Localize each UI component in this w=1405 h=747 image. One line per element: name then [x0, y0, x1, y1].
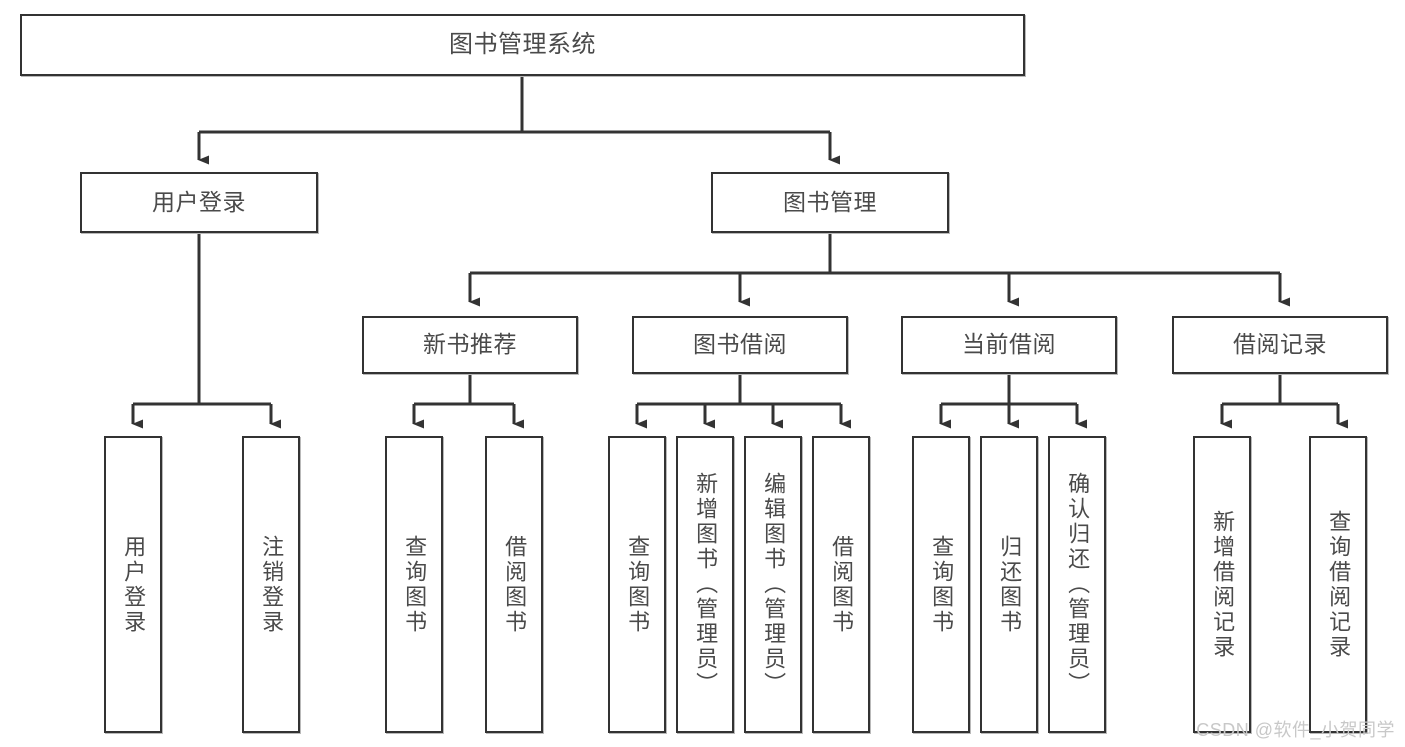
- node-borrow-record-label: 借阅记录: [1233, 331, 1327, 358]
- node-leaf-borrow-book-1-label: 借阅图书: [502, 534, 528, 635]
- node-leaf-user-login-label: 用户登录: [121, 534, 147, 635]
- node-leaf-user-login[interactable]: 用户登录: [104, 436, 162, 733]
- node-leaf-add-book[interactable]: 新增图书（管理员）: [676, 436, 734, 733]
- node-leaf-query-book-3[interactable]: 查询图书: [912, 436, 970, 733]
- node-leaf-query-book-2[interactable]: 查询图书: [608, 436, 666, 733]
- node-leaf-query-book-1-label: 查询图书: [402, 534, 428, 635]
- node-borrow-record[interactable]: 借阅记录: [1172, 316, 1388, 374]
- csdn-watermark: CSDN @软件_小贺同学: [1196, 720, 1395, 740]
- node-leaf-query-record-label: 查询借阅记录: [1326, 509, 1352, 660]
- node-user-login-label: 用户登录: [152, 188, 246, 215]
- node-leaf-confirm-return[interactable]: 确认归还（管理员）: [1048, 436, 1106, 733]
- node-leaf-add-record[interactable]: 新增借阅记录: [1193, 436, 1251, 733]
- node-leaf-borrow-book-2[interactable]: 借阅图书: [812, 436, 870, 733]
- node-book-management[interactable]: 图书管理: [711, 172, 949, 233]
- node-leaf-edit-book-label: 编辑图书（管理员）: [761, 472, 787, 697]
- node-leaf-logout-label: 注销登录: [259, 534, 285, 635]
- node-leaf-query-book-1[interactable]: 查询图书: [385, 436, 443, 733]
- node-leaf-query-book-3-label: 查询图书: [929, 534, 955, 635]
- node-new-book-recommend-label: 新书推荐: [423, 331, 517, 358]
- node-leaf-add-record-label: 新增借阅记录: [1210, 509, 1236, 660]
- node-leaf-add-book-label: 新增图书（管理员）: [693, 472, 719, 697]
- node-leaf-return-book-label: 归还图书: [997, 534, 1023, 635]
- node-user-login[interactable]: 用户登录: [80, 172, 318, 233]
- node-root[interactable]: 图书管理系统: [20, 14, 1025, 76]
- node-leaf-edit-book[interactable]: 编辑图书（管理员）: [744, 436, 802, 733]
- node-leaf-query-record[interactable]: 查询借阅记录: [1309, 436, 1367, 733]
- node-book-borrow-label: 图书借阅: [693, 331, 787, 358]
- node-current-borrow-label: 当前借阅: [962, 331, 1056, 358]
- node-root-label: 图书管理系统: [449, 30, 596, 58]
- node-book-management-label: 图书管理: [783, 188, 877, 215]
- node-leaf-query-book-2-label: 查询图书: [625, 534, 651, 635]
- node-current-borrow[interactable]: 当前借阅: [901, 316, 1117, 374]
- node-leaf-borrow-book-1[interactable]: 借阅图书: [485, 436, 543, 733]
- node-leaf-borrow-book-2-label: 借阅图书: [829, 534, 855, 635]
- node-leaf-confirm-return-label: 确认归还（管理员）: [1065, 472, 1091, 697]
- node-book-borrow[interactable]: 图书借阅: [632, 316, 848, 374]
- node-new-book-recommend[interactable]: 新书推荐: [362, 316, 578, 374]
- node-leaf-return-book[interactable]: 归还图书: [980, 436, 1038, 733]
- node-leaf-logout[interactable]: 注销登录: [242, 436, 300, 733]
